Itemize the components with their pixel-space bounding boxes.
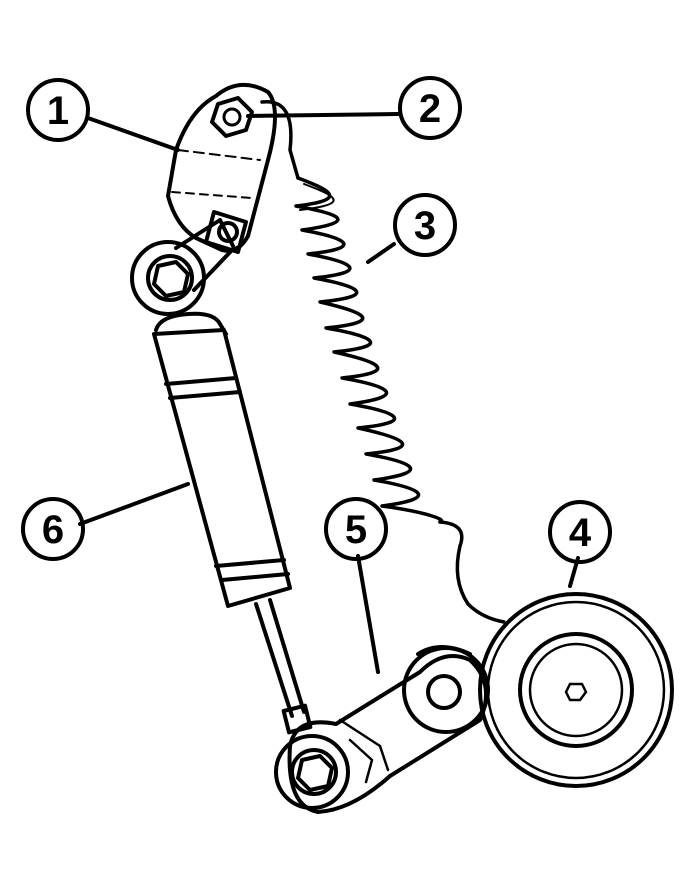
callout-number-5: 5 xyxy=(345,508,367,552)
leader-line-1 xyxy=(86,116,180,152)
shock-upper-eye xyxy=(130,218,236,316)
callout-circle-2 xyxy=(398,76,462,140)
callout-number-4: 4 xyxy=(569,511,592,555)
tensioner-arm xyxy=(274,645,490,814)
callout-number-2: 2 xyxy=(419,87,441,131)
callout-number-6: 6 xyxy=(42,508,64,552)
tension-spring xyxy=(260,100,506,624)
leader-line-6 xyxy=(78,482,190,526)
leader-line-3 xyxy=(366,242,396,264)
tensioner-pulley xyxy=(478,592,674,788)
callout-circle-1 xyxy=(26,78,90,142)
shock-absorber xyxy=(152,311,313,735)
callout-circle-3 xyxy=(393,193,457,257)
leader-line-5 xyxy=(356,554,380,674)
callout-number-3: 3 xyxy=(414,204,436,248)
callout-number-1: 1 xyxy=(47,89,69,133)
callout-circle-6 xyxy=(21,497,85,561)
callout-circle-5 xyxy=(324,497,388,561)
pivot-bolt xyxy=(210,96,254,138)
callout-circle-4 xyxy=(548,500,612,564)
leader-line-2 xyxy=(246,112,400,118)
